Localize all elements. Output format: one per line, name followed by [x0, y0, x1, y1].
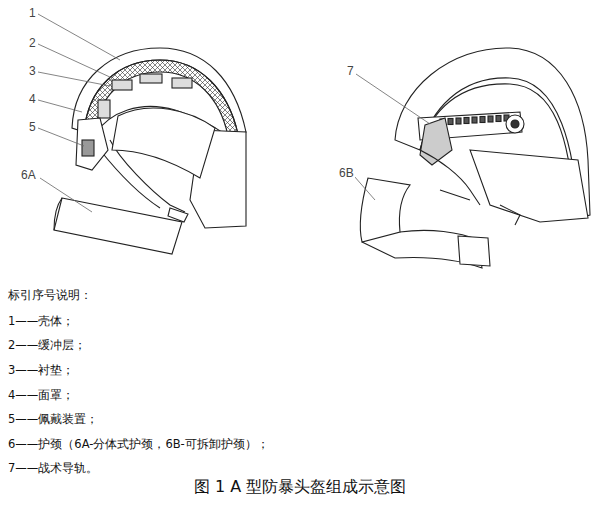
- callout-number: 6B: [338, 166, 355, 180]
- legend-note: 标引序号说明：: [8, 288, 92, 303]
- callout-number: 2: [28, 36, 37, 50]
- rail-slot: [472, 117, 477, 123]
- legend-note: 6——护颈（6A-分体式护颈，6B-可拆卸护颈）；: [8, 437, 269, 452]
- callout-number: 1: [28, 6, 37, 20]
- rail-slot: [464, 118, 469, 124]
- callout-number: 4: [28, 92, 37, 106]
- rail-slot: [480, 117, 485, 123]
- legend-note: 5——佩戴装置；: [8, 412, 98, 427]
- legend-note: 7——战术导轨。: [8, 461, 98, 476]
- callout-number: 6A: [20, 168, 37, 182]
- legend-note: 3——衬垫；: [8, 363, 74, 378]
- callout-number: 7: [346, 64, 355, 78]
- rail-slot: [488, 116, 493, 122]
- legend-note: 2——缓冲层；: [8, 338, 86, 353]
- callout-number: 5: [28, 120, 37, 134]
- callout-number: 3: [28, 64, 37, 78]
- legend-note: 1——壳体；: [8, 314, 74, 329]
- rail-slot: [456, 118, 461, 124]
- rail-slot: [448, 119, 453, 125]
- legend-note: 4——面罩；: [8, 388, 74, 403]
- rail-slot: [496, 116, 501, 122]
- figure-caption: 图 1 A 型防暴头盔组成示意图: [194, 477, 406, 498]
